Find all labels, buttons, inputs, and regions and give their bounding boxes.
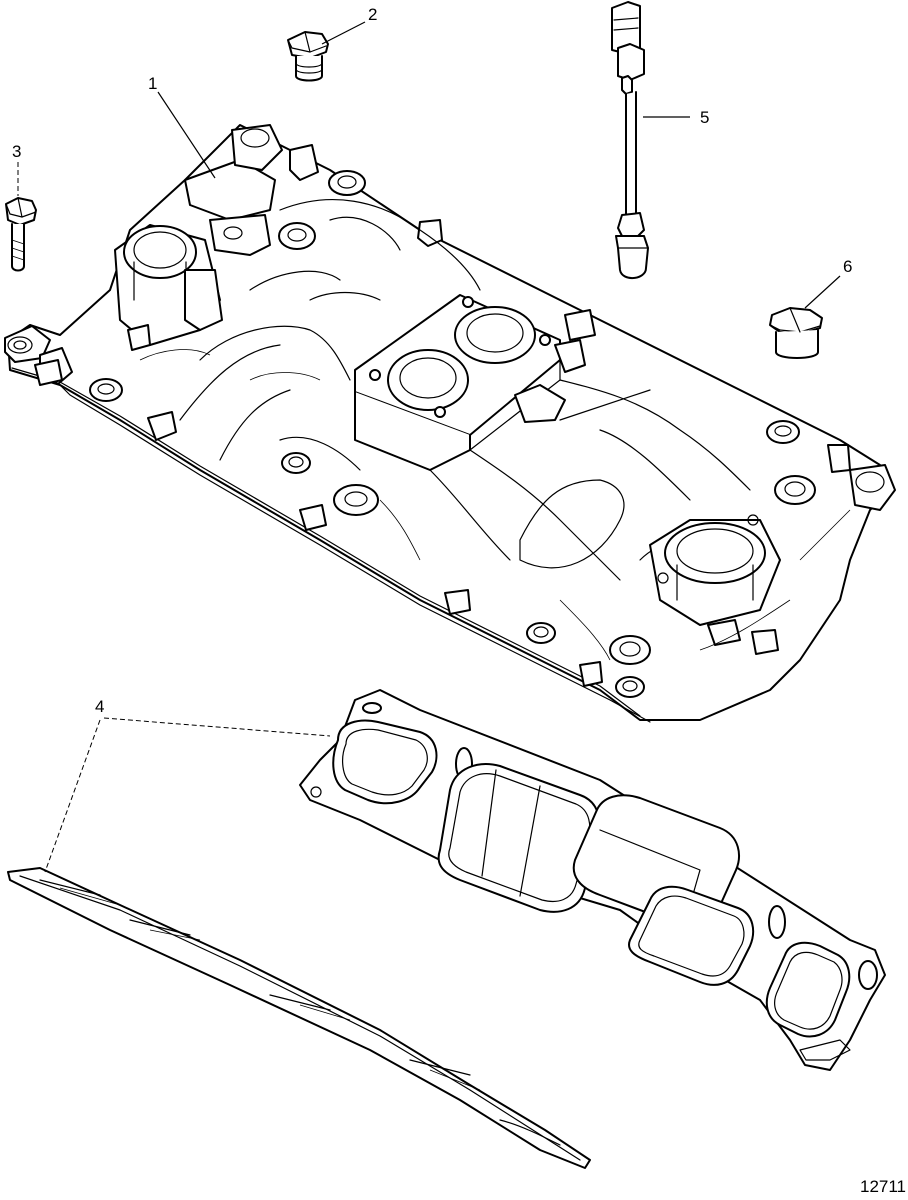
callout-5: 5	[700, 108, 709, 127]
leader-4b	[44, 719, 101, 873]
bolt	[5, 197, 37, 272]
callout-2: 2	[368, 5, 377, 24]
figure-number: 12711	[860, 1177, 906, 1196]
intake-gasket	[299, 689, 886, 1071]
callout-3: 3	[12, 142, 21, 161]
leader-6	[804, 275, 841, 309]
plug-small	[287, 31, 329, 82]
intake-manifold	[4, 124, 896, 723]
leader-4a	[103, 717, 331, 737]
temperature-sender	[611, 1, 649, 279]
leader-2	[321, 21, 366, 45]
intake-gasket-edge	[7, 867, 591, 1169]
callout-4: 4	[95, 697, 104, 716]
callout-labels: 1 2 3 4 5 6	[12, 5, 852, 716]
leader-lines	[17, 21, 841, 873]
leader-1	[157, 91, 216, 179]
plug-large	[769, 307, 823, 359]
callout-1: 1	[148, 74, 157, 93]
callout-6: 6	[843, 257, 852, 276]
